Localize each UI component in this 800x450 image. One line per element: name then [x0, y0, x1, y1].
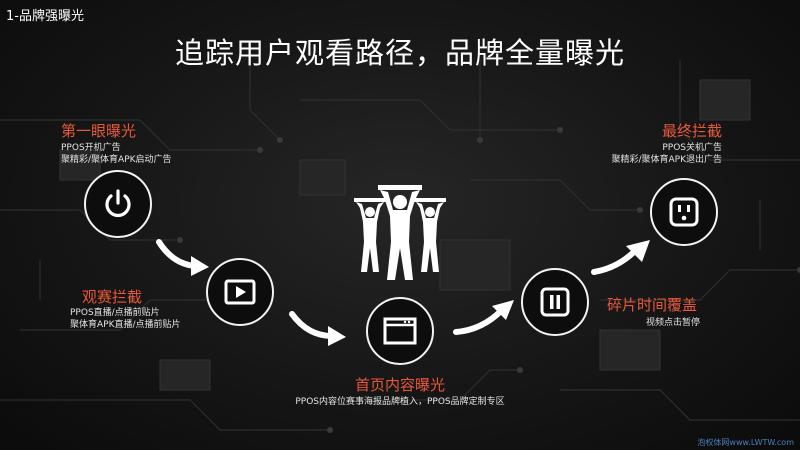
final-intercept-circle — [650, 178, 718, 246]
final-intercept-desc-1: PPOS关机广告 — [662, 143, 722, 153]
flow-arrow-4 — [591, 240, 650, 275]
page-title: 追踪用户观看路径，品牌全量曝光 — [174, 36, 625, 70]
watch-intercept-desc-1: PPOS直播/点播前贴片 — [70, 308, 160, 318]
home-exposure-circle — [366, 297, 434, 365]
fragment-cover-title: 碎片时间覆盖 — [607, 296, 698, 314]
first-glance-circle — [84, 170, 152, 238]
home-exposure-desc: PPOS内容位赛事海报品牌植入，PPOS品牌定制专区 — [295, 397, 505, 407]
first-glance-title: 第一眼曝光 — [61, 122, 137, 140]
section-label: 1-品牌强曝光 — [6, 9, 84, 24]
power-socket-icon — [669, 197, 699, 227]
flow-arrow-1 — [156, 239, 209, 276]
watermark: 泡权体网www.LWTW.com — [697, 438, 794, 447]
pause-icon — [540, 287, 570, 317]
watch-intercept-circle — [206, 258, 274, 326]
cheering-fans-icon — [354, 185, 446, 280]
fragment-cover-desc: 视频点击暂停 — [646, 318, 701, 328]
home-exposure-title: 首页内容曝光 — [354, 376, 445, 394]
browser-window-icon — [383, 317, 417, 345]
flow-arrow-2 — [289, 311, 346, 346]
first-glance-desc-2: 聚精彩/聚体育APK启动广告 — [61, 155, 172, 165]
fragment-cover-circle — [521, 268, 589, 336]
play-icon — [224, 279, 256, 305]
watch-intercept-title: 观赛拦截 — [82, 288, 143, 306]
final-intercept-desc-2: 聚精彩/聚体育APK退出广告 — [611, 155, 722, 165]
flow-arrow-3 — [453, 300, 514, 335]
first-glance-desc-1: PPOS开机广告 — [61, 143, 121, 153]
power-icon — [105, 189, 131, 218]
final-intercept-title: 最终拦截 — [661, 122, 722, 140]
watch-intercept-desc-2: 聚体育APK直播/点播前贴片 — [70, 320, 181, 330]
